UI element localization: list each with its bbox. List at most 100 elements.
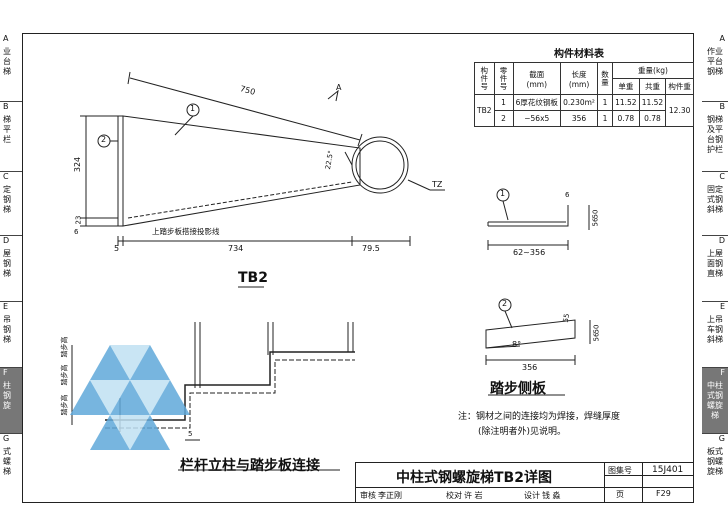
left-tab-c[interactable]: C 定钢梯 xyxy=(0,172,22,236)
cell-part-2: 2 xyxy=(493,110,514,127)
th-unit-weight: 单重 xyxy=(612,78,640,95)
left-tab-d[interactable]: D 屋钢梯 xyxy=(0,236,22,302)
tz-leader xyxy=(407,179,431,191)
note-block: 注：钢材之间的连接均为焊接，焊缝厚度 (除注明者外)见说明。 xyxy=(458,410,620,440)
dim-750-line xyxy=(129,77,361,141)
right-tab-a[interactable]: A 作业平台钢梯 xyxy=(702,34,728,102)
right-tab-g[interactable]: G 板式钢螺旋梯 xyxy=(707,434,725,476)
right-index-tabs: A 作业平台钢梯 B 钢梯及平台钢护栏 C 固定式钢斜梯 D 上屋面钢直梯 E … xyxy=(702,0,728,515)
cell-qty-2: 1 xyxy=(597,110,614,127)
callout-1-leader xyxy=(174,115,194,136)
left-tab-e[interactable]: E 吊钢梯 xyxy=(0,302,22,368)
railing-tag-1: 踏步高 xyxy=(60,394,69,416)
dim-5: 5 xyxy=(114,244,120,253)
cell-member-weight: 12.30 xyxy=(665,94,694,127)
cell-length-2: 356 xyxy=(560,110,599,127)
railing-steps-under xyxy=(105,359,355,429)
th-part: 零件号 xyxy=(493,62,514,95)
tb2-label: TB2 xyxy=(238,270,268,286)
side-plate-1-h2: 56 xyxy=(591,217,600,227)
side-plate-2-width: 356 xyxy=(522,363,538,372)
th-length: 长度(mm) xyxy=(560,62,599,95)
triangle-2 xyxy=(110,345,150,380)
right-tab-c[interactable]: C 固定式钢斜梯 xyxy=(702,172,728,236)
dim-6: 6 xyxy=(74,228,79,236)
page-number: F29 xyxy=(656,489,671,498)
left-tab-f[interactable]: F 柱钢旋 xyxy=(0,368,22,434)
arrow-a-label: A xyxy=(336,83,342,92)
triangle-5 xyxy=(90,380,130,415)
railing-weld: 5 xyxy=(188,430,193,438)
dim-750-tick-left xyxy=(127,71,131,85)
side-plate-2-angle: 8° xyxy=(512,340,522,349)
design-name: 钱 淼 xyxy=(542,491,561,500)
left-index-tabs: A 业台梯 B 梯平栏 C 定钢梯 D 屋钢梯 E 吊钢梯 F 柱钢旋 G 式螺… xyxy=(0,0,22,515)
triangle-8 xyxy=(150,380,190,415)
title-block: 中柱式钢螺旋梯TB2详图 图集号 15J401 页 F29 审核 李正刚 校对 … xyxy=(355,462,694,503)
cell-total-2: 0.78 xyxy=(638,110,667,127)
note-line-2: (除注明者外)见说明。 xyxy=(478,427,567,437)
railing-label: 栏杆立柱与踏步板连接 xyxy=(180,458,320,474)
cell-length-1: 0.230m² xyxy=(560,94,599,111)
side-plate-2-leader xyxy=(504,310,513,329)
th-qty: 数量 xyxy=(597,62,614,95)
left-tab-g[interactable]: G 式螺梯 xyxy=(3,434,11,476)
material-table-title: 构件材料表 xyxy=(554,49,604,60)
right-tab-b[interactable]: B 钢梯及平台钢护栏 xyxy=(702,102,728,172)
triangle-6 xyxy=(110,380,150,415)
cell-unit-1: 11.52 xyxy=(612,94,640,111)
arrow-a-mark xyxy=(327,89,339,102)
railing-tag-3: 踏步高 xyxy=(60,336,69,358)
th-member: 构件号 xyxy=(474,62,495,95)
right-tab-d[interactable]: D 上屋面钢直梯 xyxy=(702,236,728,302)
left-tab-a[interactable]: A 业台梯 xyxy=(0,34,22,102)
dim-750-tick-right xyxy=(357,133,363,147)
side-plate-2-shape xyxy=(485,319,576,349)
dim-79-5: 79.5 xyxy=(362,244,380,253)
design-label: 设计 xyxy=(524,491,540,500)
triangle-4 xyxy=(70,380,110,415)
atlas-label: 图集号 xyxy=(608,466,632,475)
cell-section-1: 6厚花纹钢板 xyxy=(512,94,562,111)
right-tab-f[interactable]: F 中柱式钢螺旋梯 xyxy=(702,368,728,434)
triangle-1 xyxy=(90,345,130,380)
dim-23: 23 xyxy=(74,215,83,225)
th-member-weight: 构件重 xyxy=(665,78,694,95)
triangle-3 xyxy=(130,345,170,380)
triangle-10 xyxy=(110,415,150,450)
side-plate-2-h2: 56 xyxy=(592,332,601,342)
dim-734: 734 xyxy=(228,244,244,253)
review-name: 李正刚 xyxy=(378,491,402,500)
review-label: 审核 xyxy=(360,491,376,500)
cell-total-1: 11.52 xyxy=(638,94,667,111)
left-tab-b[interactable]: B 梯平栏 xyxy=(0,102,22,172)
side-plate-2-angle-ref xyxy=(485,345,521,349)
side-plate-1-no: 1 xyxy=(500,189,506,198)
watermark-triangles xyxy=(70,345,190,450)
page-label: 页 xyxy=(616,490,624,499)
tb2-overlap-line xyxy=(127,181,353,219)
dim-324: 324 xyxy=(73,156,83,173)
cell-member: TB2 xyxy=(474,94,495,127)
railing-steps xyxy=(105,351,355,421)
side-plate-label: 踏步侧板 xyxy=(490,381,546,397)
triangle-11 xyxy=(130,415,170,450)
cell-part-1: 1 xyxy=(493,94,514,111)
right-tab-e[interactable]: E 上吊车钢斜梯 xyxy=(702,302,728,368)
tz-label: TZ xyxy=(432,180,443,189)
cell-unit-2: 0.78 xyxy=(612,110,640,127)
side-plate-1-width: 62~356 xyxy=(513,248,546,257)
side-plate-1-shape xyxy=(488,205,569,227)
atlas-number: 15J401 xyxy=(652,465,684,475)
tb2-plate-outline xyxy=(122,115,361,227)
tb2-side-plate xyxy=(117,115,124,227)
side-plate-1-leader xyxy=(502,200,509,221)
note-line-1: 注：钢材之间的连接均为焊接，焊缝厚度 xyxy=(458,412,621,422)
side-plate-2-no: 2 xyxy=(502,299,508,308)
hatch-note: 上踏步板搭接投影线 xyxy=(152,227,220,236)
th-total-weight: 共重 xyxy=(638,78,667,95)
side-plate-1-top: 6 xyxy=(565,191,570,199)
callout-1-text: 1 xyxy=(190,104,196,113)
triangle-7 xyxy=(130,380,170,415)
